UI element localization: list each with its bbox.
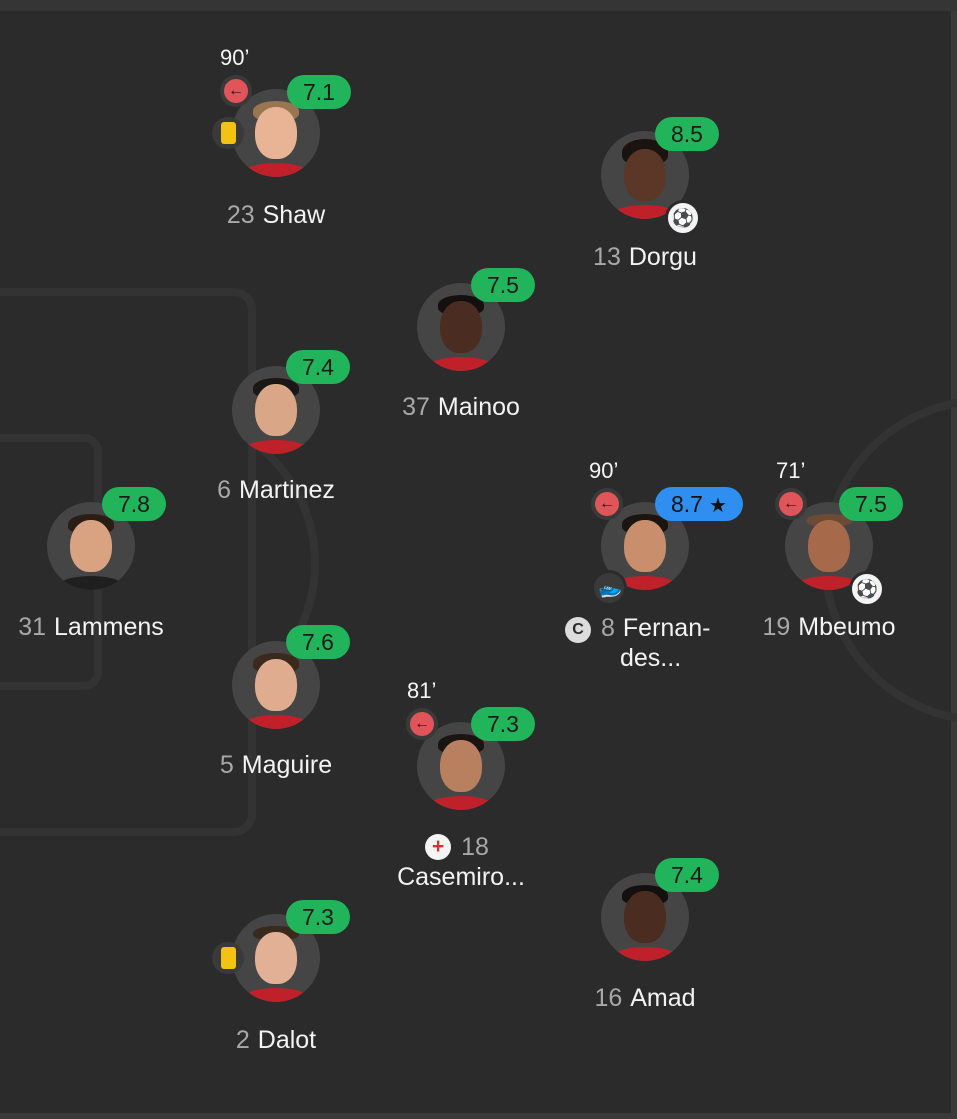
yellow-card-icon <box>212 942 244 974</box>
goal-ball-icon: ⚽ <box>849 571 885 607</box>
penalty-box <box>0 288 256 836</box>
sub-minute: 81’ <box>407 678 437 703</box>
sub-out-icon: ← <box>406 708 438 740</box>
player-photo[interactable] <box>232 641 320 729</box>
player-rating: 8.7★ <box>655 487 743 521</box>
sub-out-icon: ← <box>775 488 807 520</box>
player-rating: 7.5 <box>471 268 535 302</box>
player-rating: 8.5 <box>655 117 719 151</box>
player-rating: 7.4 <box>286 350 350 384</box>
player-photo[interactable] <box>232 366 320 454</box>
sub-minute: 90’ <box>220 45 250 70</box>
bottom-edge <box>0 1113 957 1119</box>
sub-out-icon: ← <box>591 488 623 520</box>
sub-minute: 71’ <box>776 458 806 483</box>
player-photo[interactable] <box>47 502 135 590</box>
right-edge <box>951 11 957 1119</box>
player-rating: 7.3 <box>471 707 535 741</box>
sub-minute: 90’ <box>589 458 619 483</box>
player-rating: 7.5 <box>839 487 903 521</box>
yellow-card-icon <box>212 117 244 149</box>
captain-icon: C <box>565 617 591 643</box>
player-rating: 7.1 <box>287 75 351 109</box>
top-bar <box>0 0 957 11</box>
sub-out-icon: ← <box>220 75 252 107</box>
injury-cross-icon: + <box>425 834 452 860</box>
star-icon: ★ <box>708 495 727 517</box>
player-rating: 7.4 <box>655 858 719 892</box>
player-rating: 7.3 <box>286 900 350 934</box>
goal-ball-icon: ⚽ <box>665 200 701 236</box>
player-rating: 7.6 <box>286 625 350 659</box>
player-photo[interactable] <box>232 89 320 177</box>
player-rating: 7.8 <box>102 487 166 521</box>
